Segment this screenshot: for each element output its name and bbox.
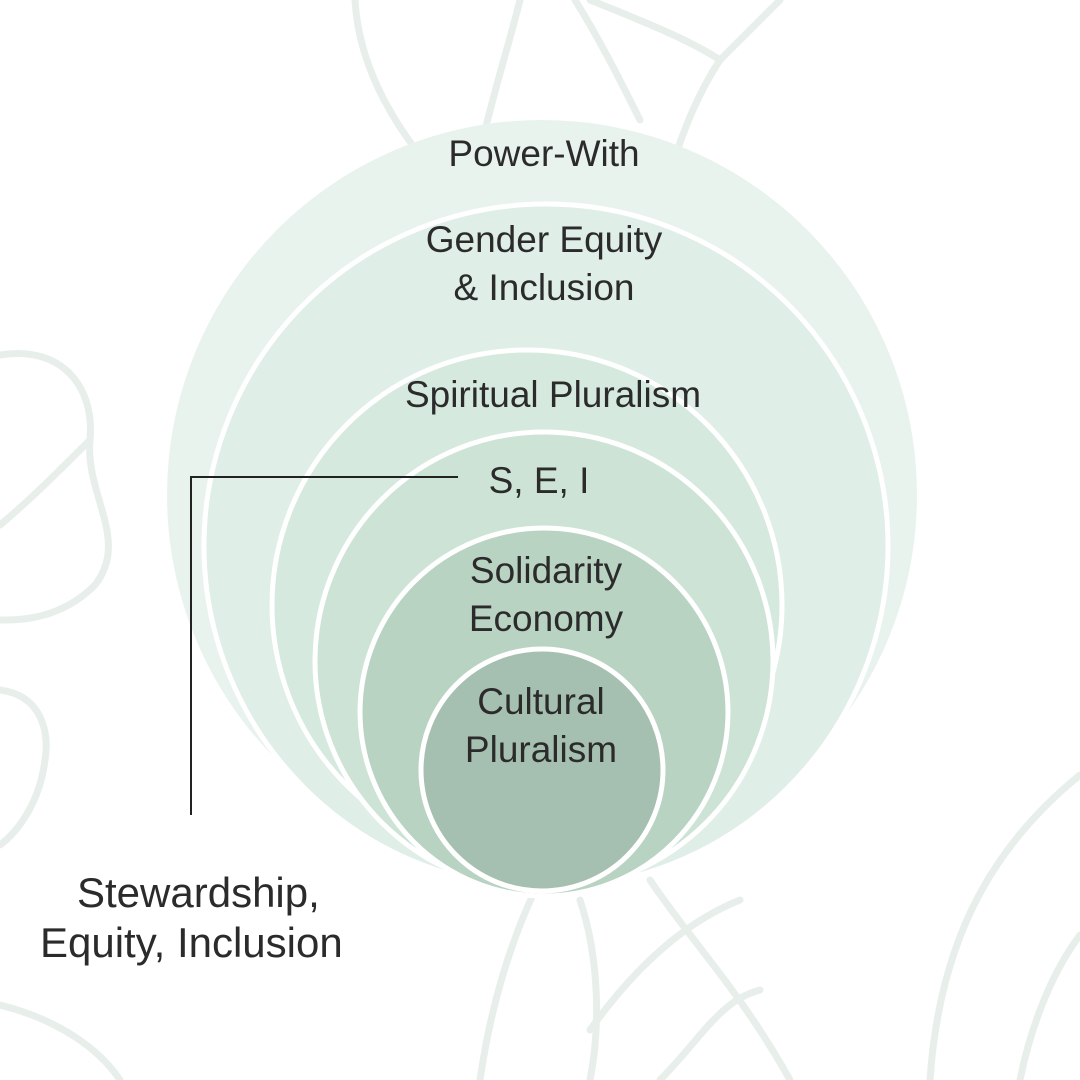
label-gender-equity: Gender Equity & Inclusion (425, 219, 663, 309)
label-sei: S, E, I (488, 460, 590, 501)
callout-stewardship-equity-inclusion: Stewardship, Equity, Inclusion (40, 869, 343, 967)
label-cultural-pluralism: Cultural Pluralism (464, 681, 618, 771)
label-spiritual-pluralism: Spiritual Pluralism (404, 374, 702, 415)
label-power-with: Power-With (448, 133, 640, 174)
label-solidarity-economy: Solidarity Economy (468, 550, 624, 640)
ring-cultural-pluralism (418, 646, 666, 894)
callout-connector-line (190, 476, 458, 815)
